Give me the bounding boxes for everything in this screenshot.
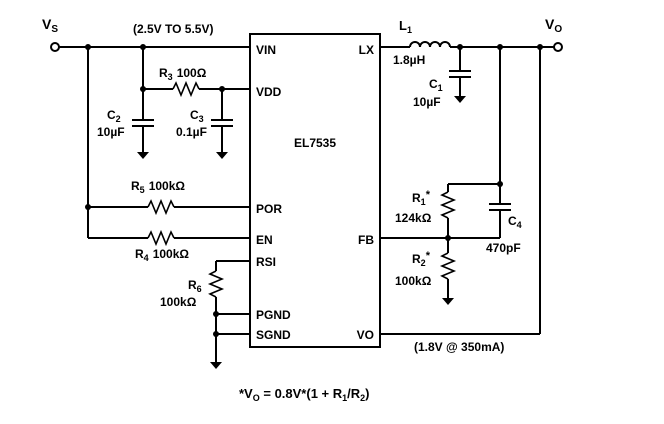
vs-terminal (50, 42, 60, 52)
r1-value: 124kΩ (395, 211, 432, 225)
input-range-label: (2.5V TO 5.5V) (133, 22, 213, 36)
main-ground-icon (210, 362, 222, 369)
l1-inductor-icon (409, 41, 451, 48)
r2-value: 100kΩ (395, 274, 432, 288)
r2-ref: R2* (412, 250, 431, 268)
r3-resistor-icon (172, 80, 200, 98)
c3-value: 0.1µF (176, 125, 207, 139)
r4-resistor-icon (147, 229, 175, 247)
vo-terminal (553, 42, 563, 52)
pin-pgnd-label: PGND (256, 308, 291, 322)
vo-formula: *VO = 0.8V*(1 + R1/R2) (239, 386, 370, 403)
r1-resistor-icon (439, 191, 457, 219)
r5-resistor-icon (147, 198, 175, 216)
pin-por-label: POR (256, 202, 282, 216)
vo-label: VO (545, 16, 562, 35)
c1-ground-icon (454, 96, 466, 103)
c2-ref: C2 (107, 108, 121, 124)
ic-body (249, 33, 381, 348)
r6-value: 100kΩ (160, 295, 197, 309)
pin-fb-label: FB (358, 233, 374, 247)
r2-resistor-icon (439, 252, 457, 280)
output-spec-label: (1.8V @ 350mA) (414, 340, 504, 354)
r6-ref: R6 (188, 278, 202, 294)
r1-ref: R1* (412, 189, 431, 207)
pin-vdd-label: VDD (256, 85, 282, 99)
pin-rsi-label: RSI (256, 255, 276, 269)
c4-value: 470pF (486, 241, 521, 255)
c1-ref: C1 (429, 77, 443, 93)
pin-sgnd-label: SGND (256, 328, 291, 342)
c2-value: 10µF (97, 125, 125, 139)
vs-label: VS (42, 16, 58, 35)
junction-fb (445, 235, 451, 241)
r2-ground-icon (442, 298, 454, 305)
c2-ground-icon (137, 152, 149, 159)
c1-value: 10µF (413, 95, 441, 109)
l1-ref: L1 (399, 18, 412, 35)
pin-lx-label: LX (359, 43, 374, 57)
ic-name: EL7535 (294, 136, 336, 150)
pin-en-label: EN (256, 233, 273, 247)
c4-ref: C4 (508, 214, 522, 230)
c3-ground-icon (216, 152, 228, 159)
r6-resistor-icon (207, 270, 225, 298)
pin-vin-label: VIN (256, 43, 276, 57)
pin-vo-label: VO (357, 328, 374, 342)
l1-value: 1.8µH (393, 53, 425, 67)
c3-ref: C3 (190, 108, 204, 124)
